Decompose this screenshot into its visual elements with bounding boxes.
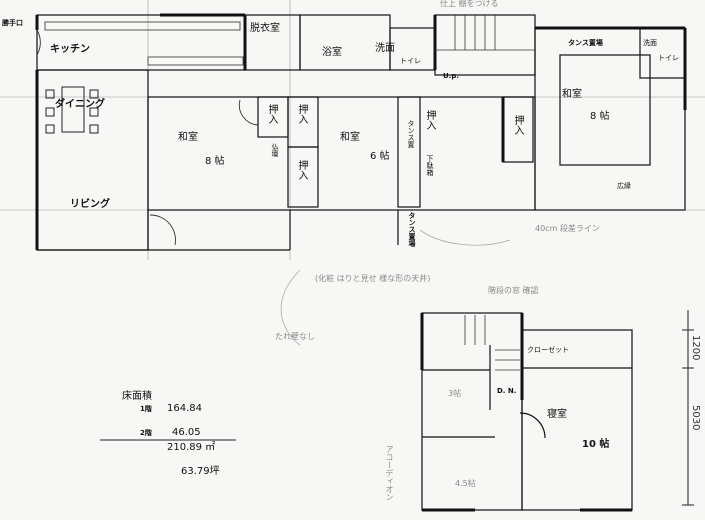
stairs-floor1 [435,15,535,51]
step-line-note: 40cm 段差ライン [535,224,600,233]
engawa-label: 広縁 [617,182,631,190]
note-middle: (化粧 はりと見せ 様な形の天井) [315,274,431,283]
dimension-1200: 1200 [690,335,701,361]
note-top: 仕上 棚をつける [440,0,499,8]
tansu-label: タンス置 [407,120,415,148]
closet-label-4: 押入 [424,110,435,130]
dining-table [45,86,99,134]
washitsu-left-size: 8 帖 [205,156,225,167]
walls-floor1 [36,14,686,251]
room-mid-label: 4.5帖 [455,479,476,488]
closet-label-2: 押入 [296,104,307,124]
kitchen-label: キッチン [50,44,90,55]
closet-label-1: 押入 [266,104,277,124]
storage-bottom-label: タンス置場 [408,212,416,247]
pencil-marks [280,229,511,346]
butsudan-label: 仏壇 [271,143,279,157]
washitsu-right-name: 和室 [562,89,582,100]
thick-walls [35,13,687,250]
washitsu-mid-size: 6 帖 [370,151,390,162]
stairs-floor2 [464,315,520,371]
window-note: 階段の窓 確認 [488,286,539,295]
getabako-label: 下駄箱 [426,155,434,176]
closet-label-5: 押入 [512,115,523,135]
dimension-5030: 5030 [690,405,701,431]
closet-label-3: 押入 [296,160,307,180]
room-small-label: 3帖 [448,389,462,398]
toilet-label: トイレ [400,57,421,65]
toilet-right-label: トイレ [658,54,679,62]
tsubo-value: 63.79坪 [181,466,220,477]
washroom-label: 洗面 [375,43,395,54]
storage-top-label: タンス置場 [568,39,603,47]
dressing-room-label: 脱衣室 [250,23,280,34]
floor2-area-label: 2階 [140,429,152,437]
floor1-area-label: 1階 [140,405,152,413]
stairs-up-label: U.p. [443,72,460,80]
walls-floor2 [421,312,633,511]
total-area-value: 210.89 ㎡ [167,442,216,453]
dining-label: ダイニング [55,99,105,110]
living-label: リビング [70,199,110,210]
floor1-area-value: 164.84 [167,403,202,414]
washroom-right-label: 洗面 [643,39,657,47]
washitsu-right-size: 8 帖 [590,111,610,122]
hatched-counters [44,21,244,66]
down-label: D. N. [497,387,517,395]
closet-floor2-label: クローゼット [527,346,569,354]
thick-walls-floor2 [420,313,632,512]
floor2-area-value: 46.05 [172,427,201,438]
note-bottom: アコーディオン [385,445,394,501]
kitchen-door-label: 勝手口 [2,19,23,27]
note-left: たれ壁なし [275,332,315,341]
bathroom-label: 浴室 [322,47,342,58]
dimension-line [682,310,694,506]
bedroom-label: 寝室 [547,409,567,420]
washitsu-left-name: 和室 [178,132,198,143]
bedroom-size-label: 10 帖 [582,439,610,450]
washitsu-mid-name: 和室 [340,132,360,143]
area-title: 床面積 [122,391,152,402]
door-swings [36,29,259,246]
